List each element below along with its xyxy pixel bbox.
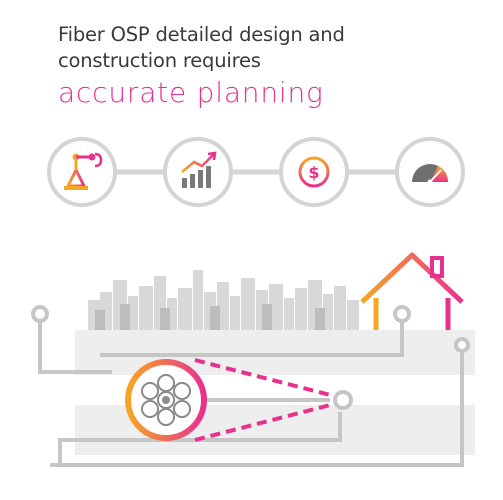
gauge-icon — [395, 137, 465, 207]
headline-line-1: Fiber OSP detailed design and — [58, 23, 345, 46]
dashed-connection — [194, 358, 335, 442]
growth-chart-icon — [163, 137, 233, 207]
headline-line-2: construction requires — [58, 49, 261, 72]
headline-accent: accurate planning — [58, 76, 324, 109]
city-skyline-front — [95, 304, 325, 330]
svg-text:$: $ — [308, 163, 319, 182]
dollar-icon: $ — [279, 137, 349, 207]
robot-arm-icon — [47, 137, 117, 207]
house-icon — [360, 252, 464, 330]
network-nodes — [31, 305, 470, 410]
ground-upper — [75, 330, 475, 375]
cable-cross-section — [125, 359, 207, 441]
headline: Fiber OSP detailed design and constructi… — [58, 22, 478, 112]
